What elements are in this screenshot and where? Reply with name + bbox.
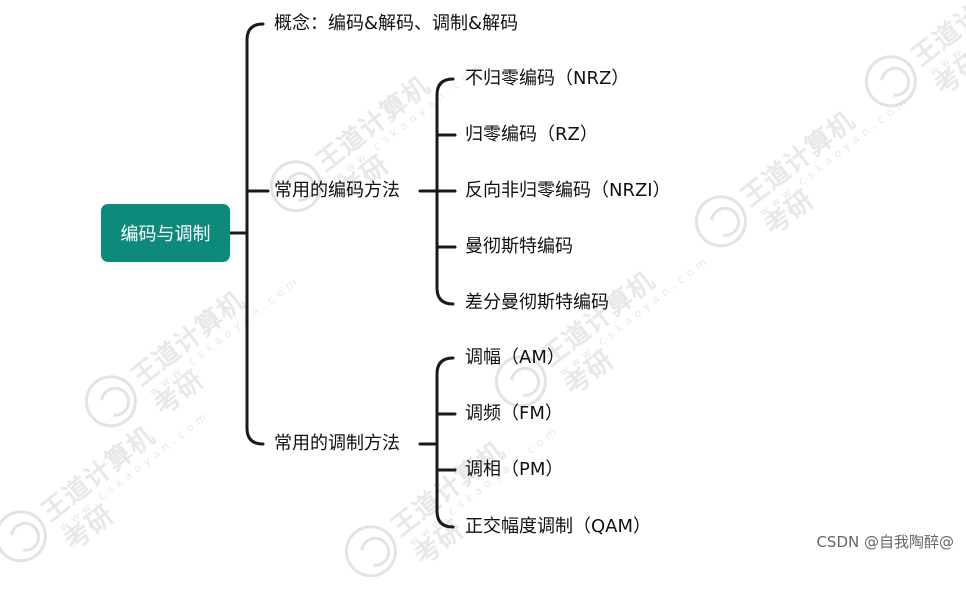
modulation-item-am[interactable]: 调幅（AM） bbox=[465, 347, 565, 368]
coding-item-nrz[interactable]: 不归零编码（NRZ） bbox=[465, 68, 630, 89]
modulation-item-qam[interactable]: 正交幅度调制（QAM） bbox=[465, 516, 652, 537]
modulation-item-pm[interactable]: 调相（PM） bbox=[465, 459, 564, 480]
mindmap-connectors bbox=[228, 22, 457, 529]
branch-modulation-methods[interactable]: 常用的调制方法 bbox=[274, 433, 400, 454]
branch-concept[interactable]: 概念：编码&解码、调制&解码 bbox=[274, 13, 519, 34]
coding-item-nrzi[interactable]: 反向非归零编码（NRZI） bbox=[465, 180, 671, 201]
coding-item-rz[interactable]: 归零编码（RZ） bbox=[465, 124, 598, 145]
coding-item-diff-manchester[interactable]: 差分曼彻斯特编码 bbox=[465, 292, 609, 313]
csdn-credit: CSDN @自我陶醉@ bbox=[816, 533, 954, 551]
root-node[interactable]: 编码与调制 bbox=[101, 204, 230, 262]
branch-coding-methods[interactable]: 常用的编码方法 bbox=[274, 180, 400, 201]
connector-modulation-trunk bbox=[435, 356, 455, 529]
coding-item-manchester[interactable]: 曼彻斯特编码 bbox=[465, 236, 573, 257]
modulation-item-fm[interactable]: 调频（FM） bbox=[465, 403, 563, 424]
connector-trunk bbox=[245, 22, 265, 446]
root-label: 编码与调制 bbox=[120, 224, 211, 245]
